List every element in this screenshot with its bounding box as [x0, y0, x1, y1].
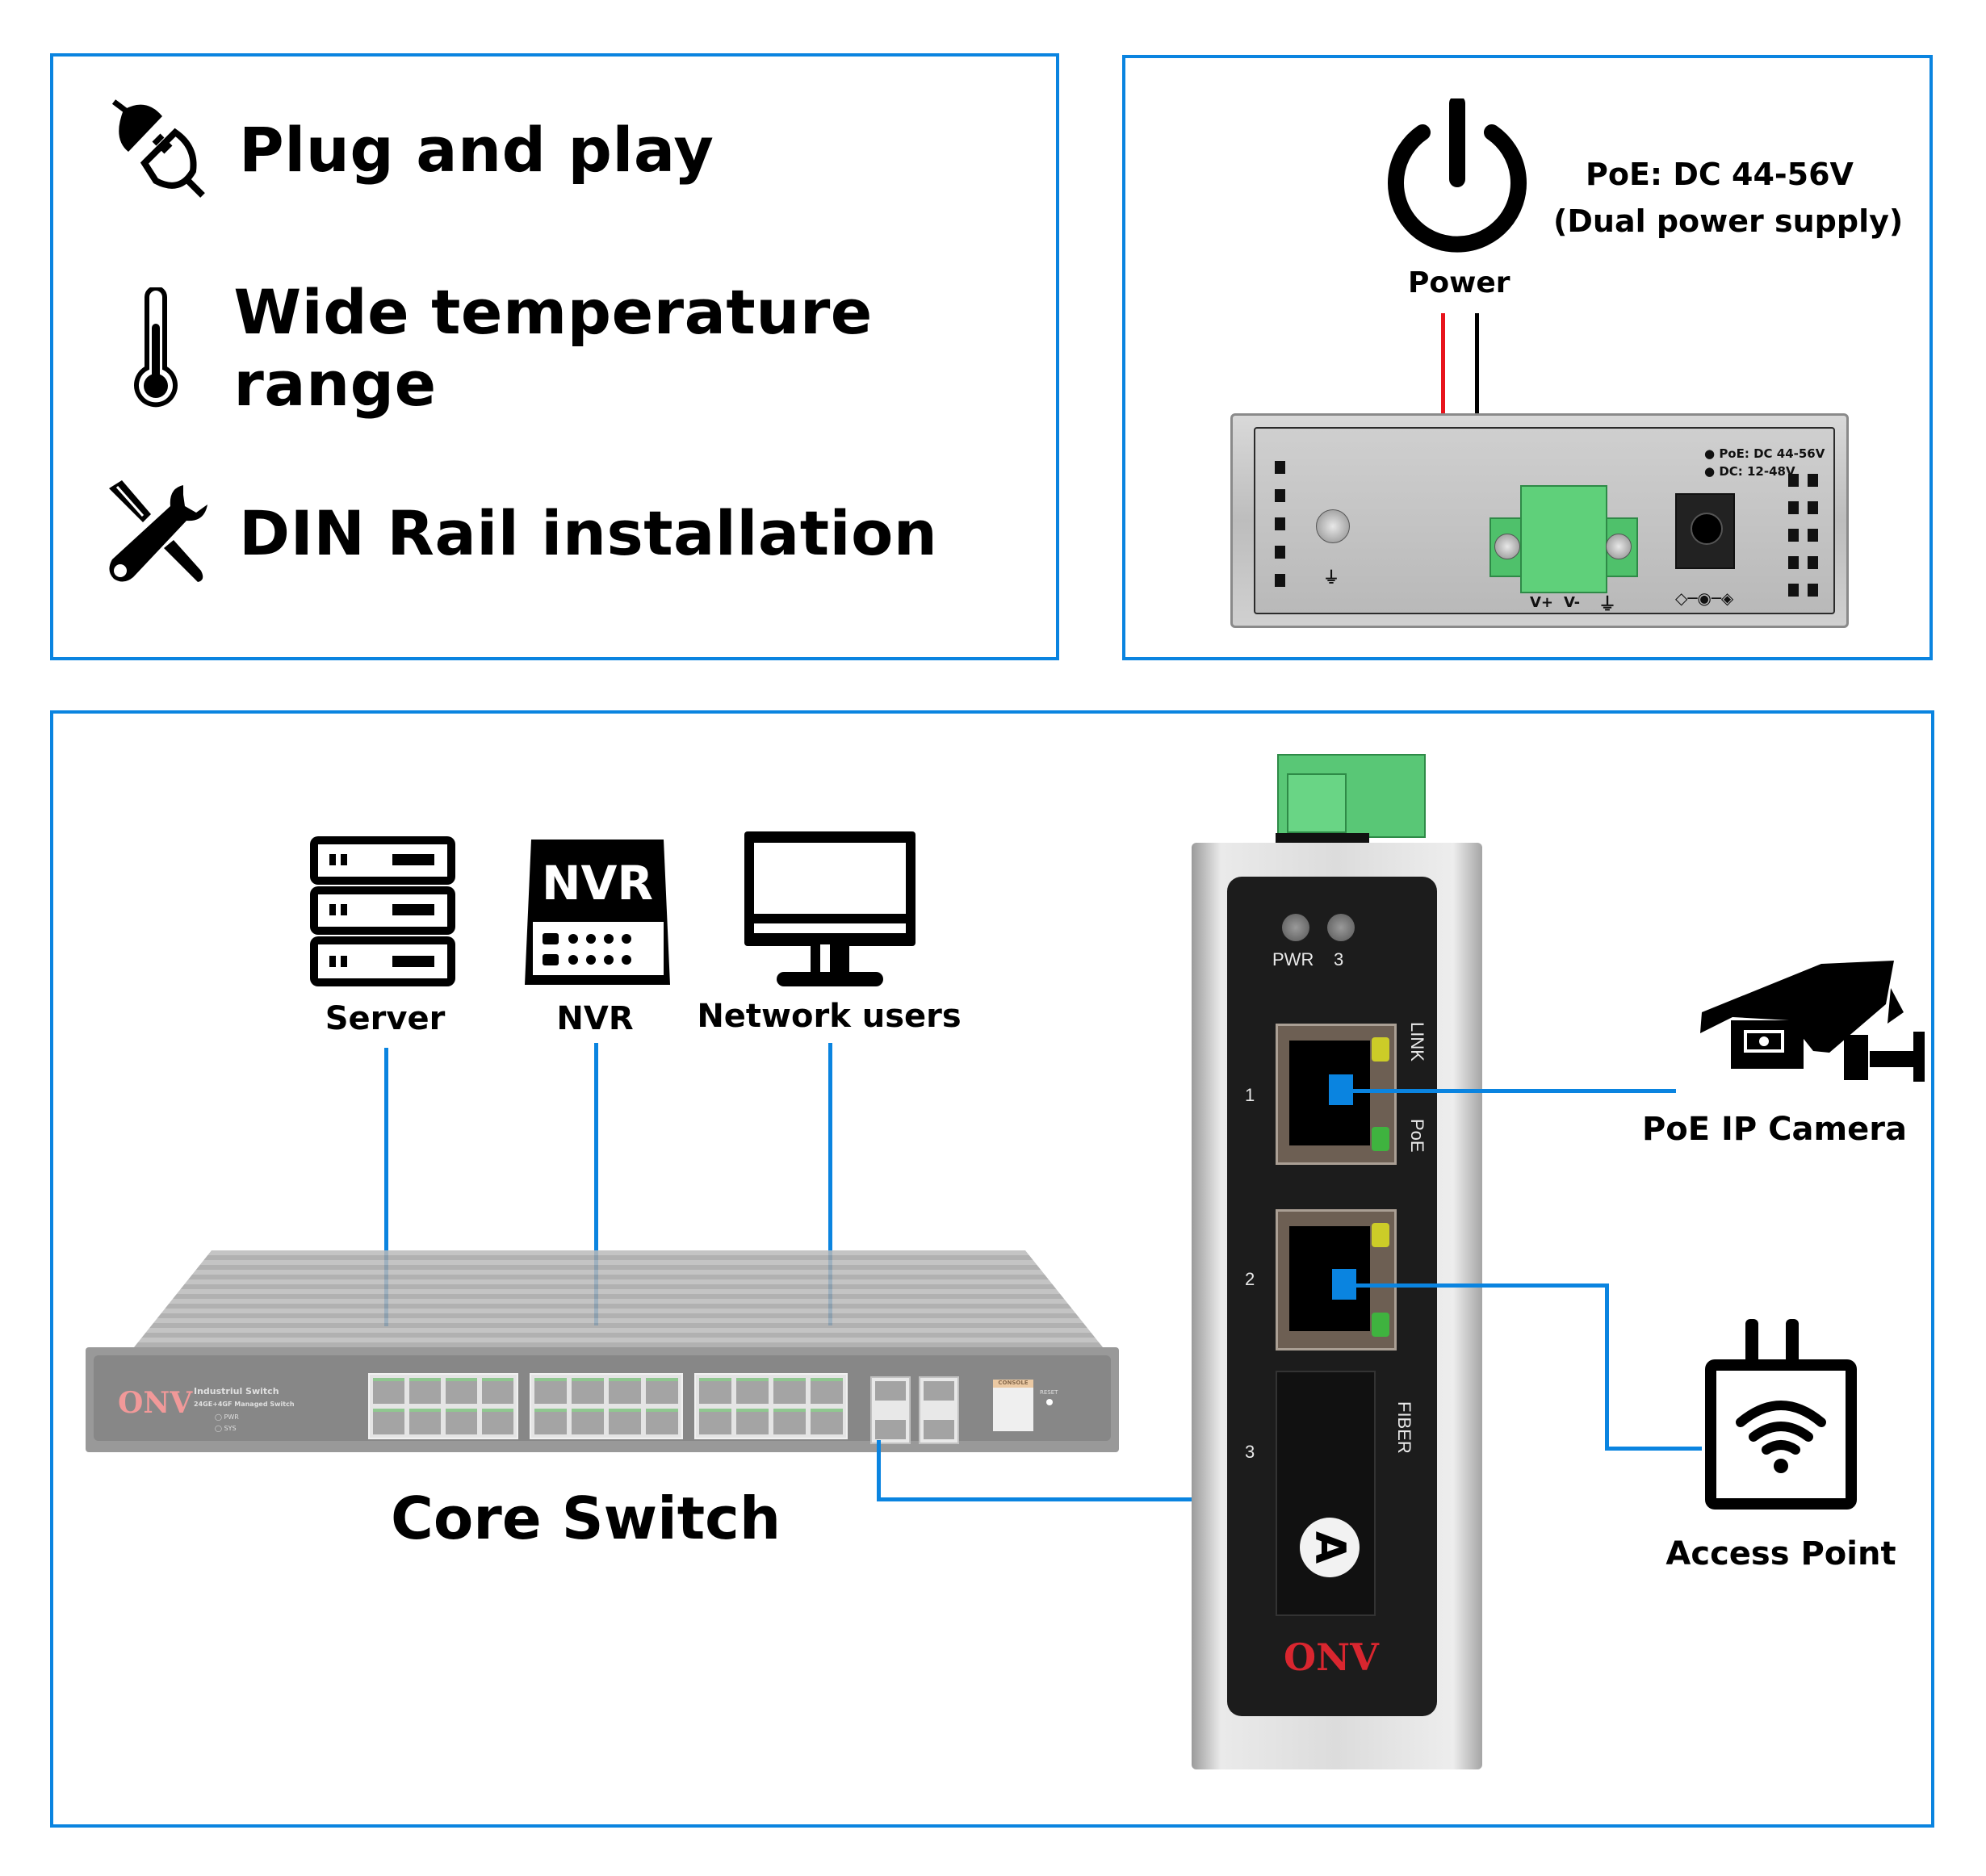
- pwr-led: [1282, 914, 1309, 941]
- features-panel: Plug and play Wide temperature range DIN…: [50, 53, 1059, 660]
- tools-icon: [102, 472, 215, 593]
- port-1-marker: [1329, 1074, 1353, 1105]
- link-label: LINK: [1407, 1022, 1427, 1062]
- power-spec-dual: (Dual power supply): [1553, 203, 1904, 239]
- core-switch-led-sys: ◯ SYS: [215, 1425, 237, 1432]
- ground-symbol-icon: ⏚: [1323, 567, 1339, 587]
- server-icon: [308, 835, 457, 991]
- core-switch-brand: ONV: [118, 1386, 193, 1420]
- power-caption: Power: [1408, 266, 1510, 299]
- din-switch-brand: ONV: [1284, 1635, 1379, 1679]
- feature-label: Plug and play: [239, 113, 714, 186]
- feature-wide-temperature: Wide temperature range: [102, 276, 1056, 420]
- feature-label: DIN Rail installation: [239, 496, 938, 569]
- fiber-port-3[interactable]: A: [1276, 1371, 1376, 1616]
- link-access-point-h2: [1605, 1447, 1702, 1451]
- poe-voltage-label: ● PoE: DC 44-56V: [1704, 446, 1825, 461]
- link-nvr: [594, 1043, 598, 1325]
- link-camera: [1353, 1089, 1676, 1093]
- link-server: [384, 1048, 388, 1326]
- link-fiber-horizontal: [877, 1497, 1358, 1501]
- dc-voltage-label: ● DC: 12-48V: [1704, 464, 1795, 479]
- nvr-label: NVR: [556, 1000, 634, 1037]
- port-1-number: 1: [1245, 1085, 1255, 1105]
- camera-icon: [1700, 956, 1934, 1088]
- dc-jack: [1675, 493, 1735, 569]
- core-switch-model: Industriul Switch: [194, 1386, 279, 1397]
- thermometer-icon: [102, 287, 209, 408]
- link-access-point-v: [1605, 1283, 1609, 1450]
- pwr-led-label: PWR: [1272, 949, 1314, 969]
- power-spec-voltage: PoE: DC 44-56V: [1586, 157, 1854, 192]
- port-block-1: [368, 1373, 518, 1439]
- link-fiber-vertical: [877, 1440, 881, 1501]
- port-block-2: [530, 1373, 683, 1439]
- device-rear-panel: ⏚ V+ V- ⏚ ◇─◉─◈ ● PoE: DC 44-56V ● DC: 1…: [1230, 413, 1849, 628]
- access-point-icon: [1700, 1319, 1862, 1516]
- poe-label: PoE: [1407, 1119, 1427, 1153]
- fiber-badge: A: [1300, 1518, 1360, 1577]
- feature-label: Wide temperature range: [233, 276, 873, 420]
- vminus-label: V-: [1564, 594, 1581, 611]
- link-network-users: [828, 1043, 832, 1325]
- port-2-marker: [1332, 1269, 1356, 1300]
- reset-button[interactable]: [1046, 1399, 1053, 1405]
- network-users-label: Network users: [697, 998, 962, 1035]
- svg-text:NVR: NVR: [542, 856, 653, 911]
- power-icon: [1381, 95, 1534, 263]
- sfp-g23-g24: [870, 1376, 911, 1444]
- din-rail-switch: PWR 3 1 LINK PoE 2 3 A FIBER ONV: [1192, 754, 1498, 1779]
- monitor-icon: [743, 830, 917, 991]
- port-block-3: [694, 1373, 848, 1439]
- console-port: [993, 1380, 1033, 1431]
- fiber-label: FIBER: [1394, 1401, 1414, 1454]
- polarity-icon: ◇─◉─◈: [1675, 588, 1734, 608]
- port3-led: [1327, 914, 1355, 941]
- camera-label: PoE IP Camera: [1641, 1111, 1908, 1148]
- port-2-number: 2: [1245, 1269, 1255, 1289]
- ground-screw: [1316, 509, 1350, 543]
- server-label: Server: [325, 1000, 446, 1037]
- console-label: CONSOLE: [998, 1380, 1029, 1386]
- topology-panel: Server NVR NVR Network users: [50, 710, 1934, 1828]
- port3-led-label: 3: [1334, 949, 1344, 969]
- feature-din-rail: DIN Rail installation: [102, 472, 937, 593]
- core-switch-caption: Core Switch: [391, 1484, 781, 1552]
- link-access-point-h1: [1356, 1283, 1608, 1288]
- vplus-label: V+: [1530, 594, 1554, 611]
- ground-symbol-icon: ⏚: [1598, 595, 1617, 615]
- plug-icon: [102, 89, 215, 210]
- feature-plug-and-play: Plug and play: [102, 89, 714, 210]
- nvr-icon: NVR: [522, 835, 675, 991]
- port-3-number: 3: [1245, 1442, 1255, 1462]
- reset-label: RESET: [1040, 1389, 1058, 1396]
- power-panel: Power PoE: DC 44-56V (Dual power supply)…: [1122, 55, 1933, 660]
- access-point-label: Access Point: [1665, 1535, 1896, 1572]
- terminal-block: [1490, 485, 1638, 593]
- core-switch-desc: 24GE+4GF Managed Switch: [194, 1401, 295, 1408]
- core-switch: ONV Industriul Switch 24GE+4GF Managed S…: [86, 1250, 1151, 1460]
- core-switch-led-pwr: ◯ PWR: [215, 1413, 239, 1421]
- sfp-g25-g26: [919, 1376, 959, 1444]
